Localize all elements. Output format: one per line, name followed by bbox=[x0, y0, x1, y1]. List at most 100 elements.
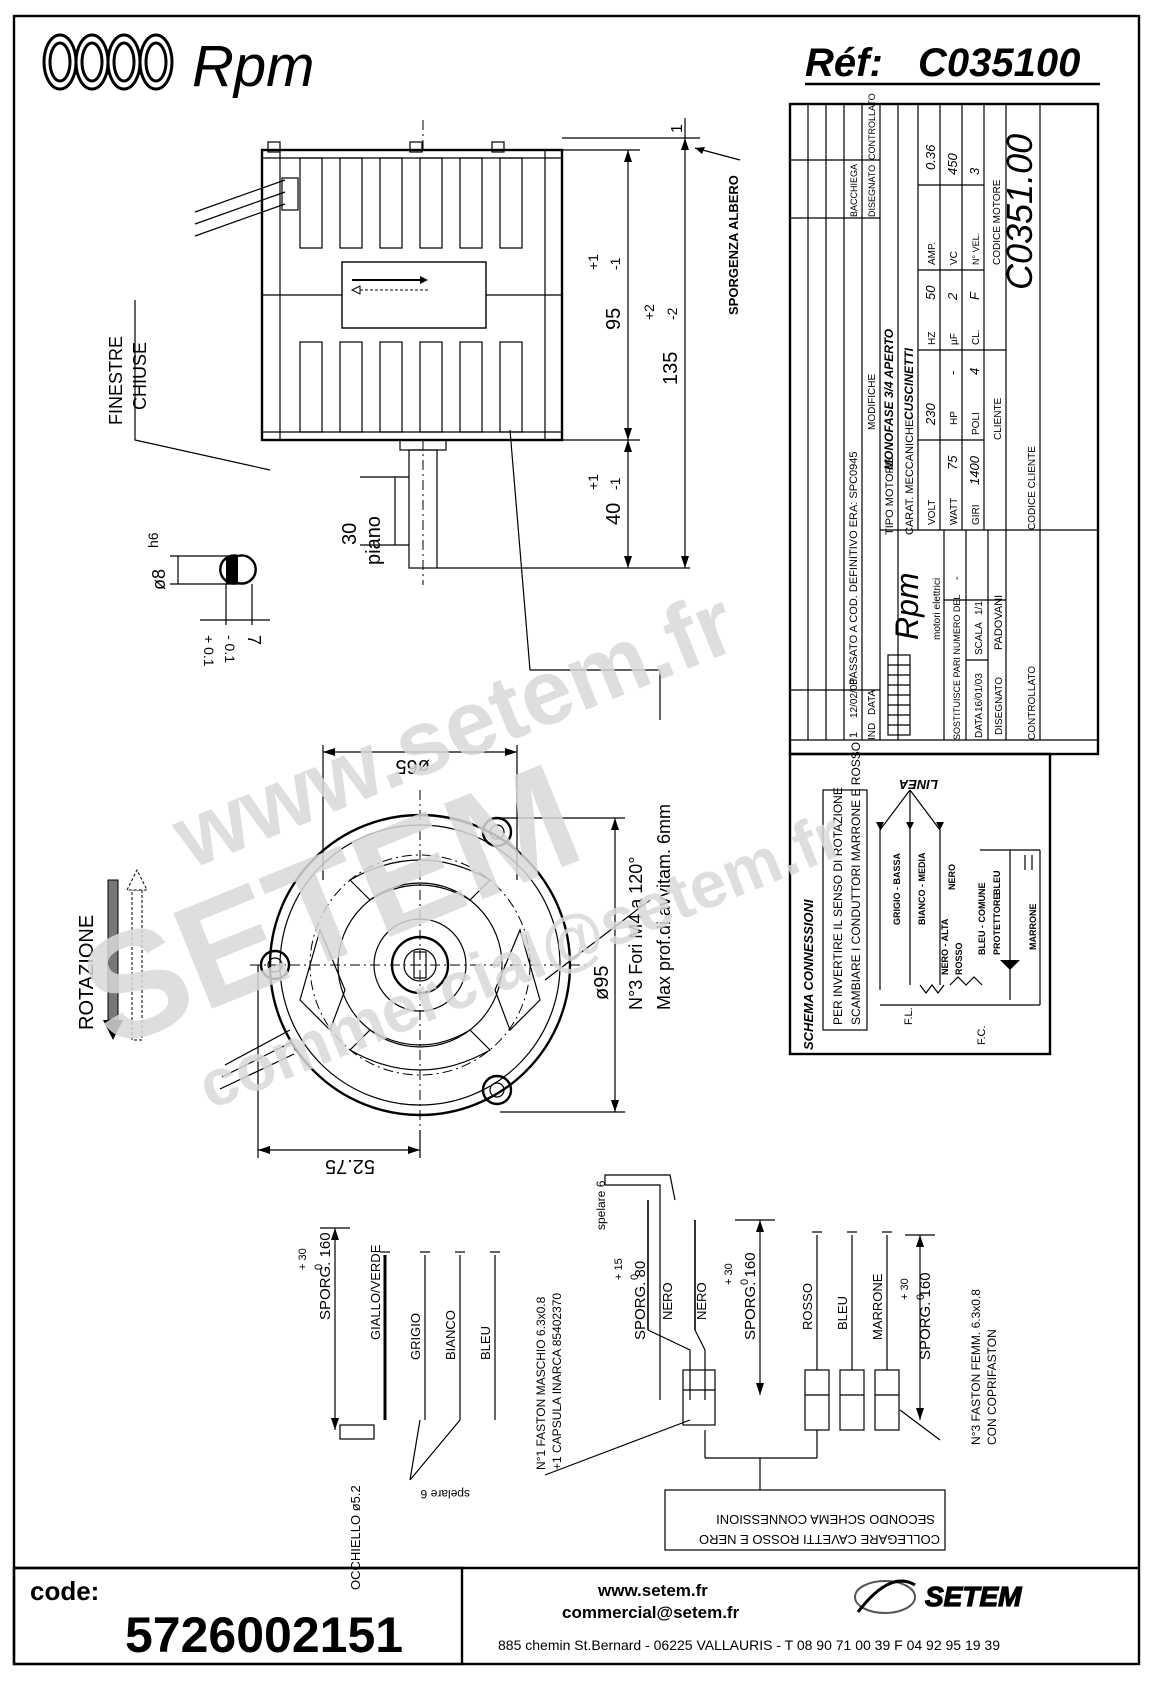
param-vc-v: 450 bbox=[945, 153, 960, 175]
schema-wire-rosso: ROSSO bbox=[954, 942, 964, 975]
tipo-motore: MONOFASE 3/4 APERTO bbox=[882, 328, 896, 470]
dim-95-tol-minus: -1 bbox=[607, 257, 623, 270]
cliente-label: CLIENTE bbox=[993, 397, 1004, 440]
param-cl-k: CL. bbox=[971, 329, 982, 345]
param-watt-k: WATT bbox=[949, 498, 960, 525]
dim-piano: piano bbox=[363, 516, 385, 565]
wire-bleu-2: BLEU bbox=[835, 1296, 850, 1330]
codice-motore: C0351.00 bbox=[999, 134, 1040, 290]
setem-logo-text: SETEM bbox=[925, 1581, 1022, 1612]
param-poli-k: POLI bbox=[971, 412, 982, 435]
ref-value: C035100 bbox=[918, 41, 1080, 85]
holes-note: N°3 Fori M4 a 120° bbox=[626, 857, 646, 1010]
dim-top: 1 bbox=[669, 124, 686, 133]
param-uf-k: µF bbox=[949, 333, 960, 345]
faston-femm-2: CON COPRIFASTON bbox=[985, 1329, 999, 1445]
param-amp-k: AMP. bbox=[927, 242, 938, 265]
schema-note-2: SCAMBIARE I CONDUTTORI MARRONE E ROSSO bbox=[849, 742, 863, 1025]
label-windows-2: CHIUSE bbox=[130, 342, 150, 410]
sporg160c: SPORG. 160 bbox=[917, 1272, 934, 1360]
schema-wire-nero-alta: NERO - ALTA bbox=[940, 918, 950, 975]
sporg160a-tol-plus: + 30 bbox=[297, 1248, 309, 1270]
watermarks: www.setem.fr SETEM commercial@setem.fr bbox=[59, 571, 853, 1123]
title-logo-sub: motori elettrici bbox=[932, 578, 943, 640]
param-poli-v: 4 bbox=[967, 368, 982, 375]
rev-check-label: CONTROLLATO bbox=[867, 93, 877, 160]
param-vc-k: VC bbox=[949, 251, 960, 265]
dim-30: 30 bbox=[339, 523, 361, 545]
param-giri-v: 1400 bbox=[967, 455, 982, 485]
rpm-title-logo bbox=[887, 654, 911, 736]
schema-wire-grigio: GRIGIO - BASSA bbox=[892, 852, 902, 925]
controllato-label: CONTROLLATO bbox=[1027, 666, 1038, 740]
codice-cliente-label: CODICE CLIENTE bbox=[1027, 446, 1038, 530]
data-label: DATA bbox=[974, 712, 985, 738]
rotation-label: ROTAZIONE bbox=[76, 915, 98, 1030]
scala-label: SCALA bbox=[974, 622, 985, 655]
schema-note-1: PER INVERTIRE IL SENSO DI ROTAZIONE bbox=[831, 787, 845, 1025]
param-hp-v: - bbox=[945, 370, 960, 375]
schema-wire-protettore: PROTETTORE bbox=[992, 894, 1002, 955]
dia-95: ø95 bbox=[591, 966, 613, 1000]
data-value: 16/01/03 bbox=[974, 673, 985, 712]
schema-linea: LINEA bbox=[899, 777, 938, 792]
param-amp-v: 0.36 bbox=[923, 144, 938, 170]
wire-giallo-verde: GIALLO/VERDE bbox=[368, 1244, 383, 1340]
footer: code: 5726002151 www.setem.fr commercial… bbox=[12, 1566, 1139, 1666]
sheet-border bbox=[12, 14, 1141, 1666]
dim-40-tol-plus: +1 bbox=[585, 474, 601, 490]
schema-wire-bianco: BIANCO - MEDIA bbox=[917, 852, 927, 925]
sostituisce-label: SOSTITUISCE PARI NUMERO DEL bbox=[952, 595, 962, 740]
scala-value: 1/1 bbox=[974, 601, 985, 615]
sporg160b-tol-zero: 0 bbox=[739, 1279, 751, 1285]
disegnato-label: DISEGNATO bbox=[994, 677, 1005, 735]
rev-1-date: 12/02/03 bbox=[849, 679, 860, 718]
footer-address: 885 chemin St.Bernard - 06225 VALLAURIS … bbox=[498, 1637, 1000, 1653]
rev-drawer-name: BACCHIEGA bbox=[849, 164, 859, 217]
sporg80-tol-zero: 0 bbox=[629, 1274, 641, 1280]
sporg80-tol-plus: + 15 bbox=[613, 1258, 625, 1280]
side-view: 95 +1 -1 135 +2 -2 40 +1 -1 1 SPORGENZA … bbox=[106, 118, 741, 720]
schema-fl: F.L. bbox=[903, 1007, 915, 1025]
wire-rosso: ROSSO bbox=[800, 1283, 815, 1330]
dim-7-tol-minus: - 0.1 bbox=[222, 635, 238, 663]
wire-grigio: GRIGIO bbox=[408, 1313, 423, 1360]
schema-wire-bleu-comune: BLEU - COMUNE bbox=[977, 883, 987, 956]
schema-fc: F.C. bbox=[976, 1025, 988, 1045]
dim-52-75: 52.75 bbox=[325, 1155, 375, 1177]
faston-maschio-2: +1 CAPSULA INARCA 85402370 bbox=[550, 1293, 564, 1470]
shaft-fit: h6 bbox=[145, 532, 161, 548]
connection-schema: SCHEMA CONNESSIONI PER INVERTIRE IL SENS… bbox=[788, 742, 1052, 1056]
sporg160b-tol-plus: + 30 bbox=[723, 1263, 735, 1285]
wire-bleu: BLEU bbox=[478, 1326, 493, 1360]
dim-135-tol-plus: +2 bbox=[641, 304, 657, 320]
front-view: ø65 ø95 52.75 N°3 Fori M4 a 120° Max pro… bbox=[76, 745, 674, 1177]
sostituisce-value: - bbox=[951, 576, 963, 580]
dim-95-tol-plus: +1 bbox=[585, 254, 601, 270]
carat-label: CARAT. MECCANICHE bbox=[904, 420, 916, 535]
sporg160c-tol-zero: 0 bbox=[915, 1294, 927, 1300]
wire-nero-1: NERO bbox=[660, 1282, 675, 1320]
param-hz-v: 50 bbox=[923, 285, 938, 300]
spelare6a: spelare 6 bbox=[420, 1487, 470, 1501]
coil-logo-icon bbox=[42, 33, 174, 91]
depth-note: Max prof.di avvitam. 6mm bbox=[654, 804, 674, 1010]
tipo-motore-label: TIPO MOTORE bbox=[884, 458, 896, 535]
rev-ind-label: IND bbox=[867, 723, 878, 740]
codice-motore-label: CODICE MOTORE bbox=[992, 179, 1003, 265]
rev-mod-label: MODIFICHE bbox=[867, 374, 878, 430]
dim-7-tol-plus: + 0.1 bbox=[201, 635, 217, 667]
schema-wire-bleu: BLEU bbox=[992, 871, 1002, 896]
ref-label: Réf: bbox=[805, 41, 883, 85]
dim-95: 95 bbox=[603, 308, 625, 330]
disegnato-value: PADOVANI bbox=[993, 595, 1005, 650]
faston-femm-1: N°3 FASTON FEMM. 6.3x0.8 bbox=[969, 1289, 983, 1445]
title-block: IND DATA MODIFICHE DISEGNATO CONTROLLATO… bbox=[788, 93, 1100, 756]
setem-logo-icon bbox=[854, 1579, 916, 1614]
wire-nero-2: NERO bbox=[694, 1282, 709, 1320]
rev-date-label: DATA bbox=[867, 689, 878, 715]
dim-40: 40 bbox=[603, 503, 625, 525]
occhiello: OCCHIELLO ø5.2 bbox=[348, 1485, 363, 1590]
collegare-1: COLLEGARE CAVETTI ROSSO E NERO bbox=[699, 1532, 940, 1547]
